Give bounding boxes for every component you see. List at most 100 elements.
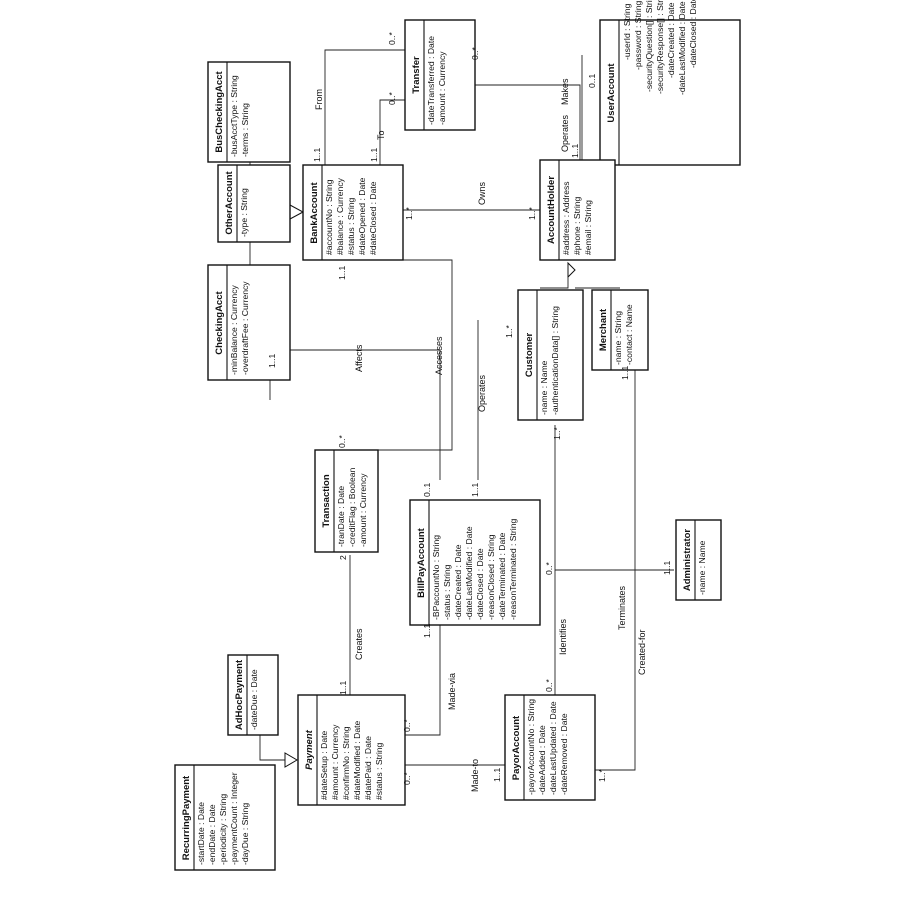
svg-text:#email : String: #email : String: [583, 200, 593, 255]
svg-text:-dateRemoved : Date: -dateRemoved : Date: [559, 713, 569, 795]
class-transfer-title: Transfer: [411, 56, 422, 94]
class-payment-title: Payment: [304, 729, 315, 769]
svg-text:-BPaccountNo : String: -BPaccountNo : String: [431, 535, 441, 620]
svg-text:-startDate : Date: -startDate : Date: [196, 802, 206, 865]
svg-text:-reasonClosed : String: -reasonClosed : String: [486, 534, 496, 620]
rotated-diagram-group: UserAccount -userId : String -password :…: [174, 0, 741, 871]
gen-payment-branch-edge: [259, 730, 292, 761]
svg-text:-paymentCount : Integer: -paymentCount : Integer: [229, 772, 239, 865]
class-administrator-title: Administrator: [682, 529, 693, 592]
class-transaction[interactable]: Transaction -tranDate : Date -creditFlag…: [314, 449, 379, 553]
svg-text:#dateSetup : Date: #dateSetup : Date: [319, 731, 329, 800]
svg-text:-payorAccountNo : String: -payorAccountNo : String: [526, 699, 536, 795]
svg-text:-busAcctType : String: -busAcctType : String: [229, 75, 239, 157]
mult-useraccount: 0..1: [587, 73, 597, 88]
svg-text:#status : String: #status : String: [374, 742, 384, 800]
label-identifies: Identifies: [558, 618, 568, 655]
mult-customer-identifies: 1..*: [552, 426, 562, 440]
class-accountholder-title: AccountHolder: [546, 176, 557, 244]
class-payment[interactable]: Payment #dateSetup : Date #amount : Curr…: [297, 694, 406, 806]
class-adhocpayment-title: AdHocPayment: [234, 659, 245, 730]
svg-text:#dateClosed : Date: #dateClosed : Date: [368, 181, 378, 255]
mult-billpay-accesses: 0..1: [422, 482, 432, 497]
to-edge: [379, 99, 405, 165]
class-customer-title: Customer: [524, 333, 535, 378]
class-useraccount-title: UserAccount: [606, 63, 617, 123]
label-created-for: Created-for: [637, 629, 647, 675]
label-affects: Affects: [354, 344, 364, 372]
svg-text:-authenticationData[] : String: -authenticationData[] : String: [550, 306, 560, 415]
svg-text:#phone : String: #phone : String: [572, 196, 582, 255]
svg-text:-dateCreated : Date: -dateCreated : Date: [453, 544, 463, 620]
label-made-to: Made-to: [470, 759, 480, 792]
class-adhocpayment[interactable]: AdHocPayment -dateDue : Date: [227, 654, 279, 736]
class-bankaccount-title: BankAccount: [309, 182, 320, 244]
svg-text:-dateAdded : Date: -dateAdded : Date: [537, 725, 547, 795]
svg-text:#datePaid : Date: #datePaid : Date: [363, 736, 373, 800]
svg-text:-password : String: -password : String: [633, 1, 643, 70]
mult-billpay-madevia: 1..1: [422, 623, 432, 638]
mult-payor-madeto: 1..1: [492, 767, 502, 782]
label-to: To: [376, 130, 386, 140]
mult-billpay-terminates: 0..*: [544, 561, 554, 575]
class-otheraccount-title: OtherAccount: [224, 170, 235, 234]
svg-text:#amount : Currency: #amount : Currency: [330, 724, 340, 800]
mult-transfer-makes: 0..*: [470, 46, 480, 60]
mult-accountholder-operates: 1..1: [570, 143, 580, 158]
mult-transaction-affects: 0..*: [337, 434, 347, 448]
class-transaction-title: Transaction: [321, 474, 332, 528]
svg-text:-dateTransferred : Date: -dateTransferred : Date: [426, 36, 436, 125]
class-bankaccount[interactable]: BankAccount #accountNo : String #balance…: [302, 164, 404, 261]
from-edge: [324, 49, 405, 165]
mult-bankaccount-owns: 1..*: [404, 206, 414, 220]
label-operates-customer: Operates: [477, 374, 487, 412]
mult-transaction-creates: 2: [338, 555, 348, 560]
label-makes: Makes: [560, 78, 570, 105]
svg-text:-overdraftFee : Currency: -overdraftFee : Currency: [240, 281, 250, 375]
class-buscheckingacct[interactable]: BusCheckingAcct -busAcctType : String -t…: [207, 61, 291, 163]
svg-text:#accountNo : String: #accountNo : String: [324, 179, 334, 255]
svg-text:-dayDue : String: -dayDue : String: [240, 803, 250, 865]
svg-text:-dateClosed : Date: -dateClosed : Date: [475, 548, 485, 620]
label-accesses: Accesses: [434, 336, 444, 375]
class-useraccount[interactable]: UserAccount -userId : String -password :…: [599, 0, 741, 166]
class-recurringpayment[interactable]: RecurringPayment -startDate : Date -endD…: [174, 764, 276, 871]
makes-edge: [470, 84, 581, 160]
mult-bankaccount-to: 1..1: [369, 147, 379, 162]
svg-text:-dateLastModified : Date: -dateLastModified : Date: [464, 526, 474, 620]
label-owns: Owns: [477, 181, 487, 205]
mult-billpay-operates: 1..1: [470, 482, 480, 497]
class-checkingacct[interactable]: CheckingAcct -minBalance : Currency -ove…: [207, 264, 291, 381]
mult-merchant: 1..1: [620, 365, 630, 380]
class-payoraccount[interactable]: PayorAccount -payorAccountNo : String -d…: [504, 694, 596, 801]
mult-payor-identifies: 0..*: [544, 678, 554, 692]
accesses-edge: [285, 349, 441, 480]
class-billpayaccount[interactable]: BillPayAccount -BPaccountNo : String -st…: [409, 499, 541, 626]
class-transfer[interactable]: Transfer -dateTransferred : Date -amount…: [404, 19, 476, 131]
class-accountholder[interactable]: AccountHolder #address : Address #phone …: [539, 159, 616, 261]
mult-bankaccount-from: 1..1: [312, 147, 322, 162]
svg-text:-name : Name: -name : Name: [539, 360, 549, 415]
class-checkingacct-title: CheckingAcct: [214, 290, 225, 354]
svg-text:#confirmNo : String: #confirmNo : String: [341, 726, 351, 800]
svg-text:-reasonTerminated : String: -reasonTerminated : String: [508, 519, 518, 620]
class-administrator[interactable]: Administrator -name : Name: [675, 519, 722, 601]
svg-text:-dateClosed : Date: -dateClosed : Date: [688, 0, 698, 68]
mult-payment-madevia: 0..*: [402, 718, 412, 732]
gen-payment-triangle: [284, 752, 298, 768]
mult-accountholder-owns: 1..*: [527, 206, 537, 220]
svg-text:#balance : Currency: #balance : Currency: [335, 177, 345, 255]
class-otheraccount[interactable]: OtherAccount -type : String: [217, 164, 291, 243]
mult-payment-creates: 1..1: [338, 680, 348, 695]
class-merchant[interactable]: Merchant -name : String -contact : Name: [591, 289, 649, 371]
svg-text:-status : String: -status : String: [442, 564, 452, 620]
svg-text:-name : Name: -name : Name: [697, 540, 707, 595]
svg-text:-dateTerminated : Date: -dateTerminated : Date: [497, 532, 507, 620]
class-customer[interactable]: Customer -name : Name -authenticationDat…: [517, 289, 584, 421]
label-from: From: [314, 89, 324, 110]
svg-text:-endDate : Date: -endDate : Date: [207, 804, 217, 865]
svg-text:#status : String: #status : String: [346, 197, 356, 255]
gen-ah-branch-edge: [540, 277, 569, 289]
svg-text:-amount : Currency: -amount : Currency: [358, 473, 368, 547]
mult-customer-operates: 1..*: [504, 324, 514, 338]
